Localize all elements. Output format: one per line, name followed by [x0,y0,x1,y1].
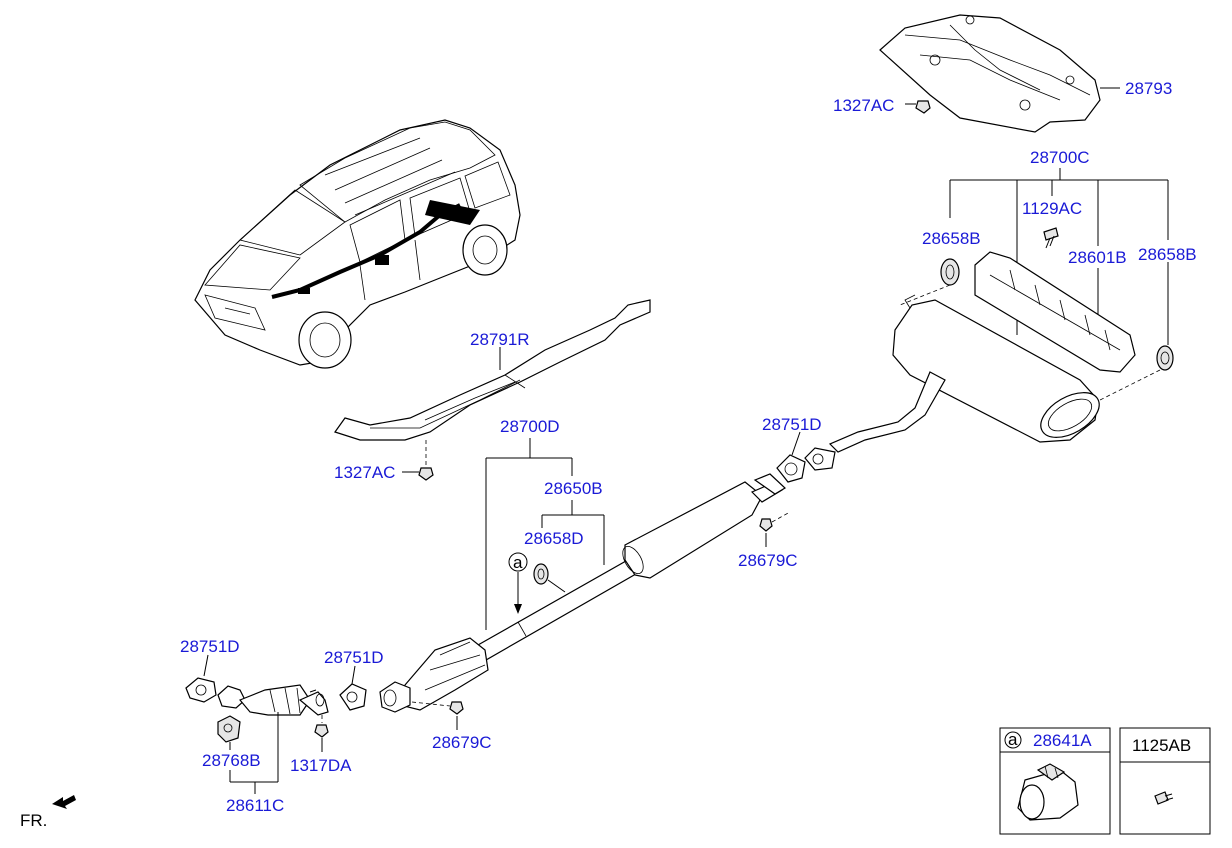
callout-a: a [508,552,528,614]
hanger-28658b-left [940,258,960,286]
vehicle-illustration [194,119,521,369]
label-28658b-right[interactable]: 28658B [1138,245,1197,264]
label-28751d-center[interactable]: 28751D [324,648,384,667]
label-1327ac-top[interactable]: 1327AC [833,96,894,115]
legend-box-b: 1125AB [1119,727,1211,835]
bolt-1129ac [1043,227,1059,249]
svg-text:a: a [1008,730,1018,749]
label-28751d-mid[interactable]: 28751D [762,415,822,434]
bracket-28700c [949,168,1169,345]
label-1317da[interactable]: 1317DA [290,756,352,775]
label-28658b-left[interactable]: 28658B [922,229,981,248]
bracket-28650b [541,500,605,565]
label-28751d-left[interactable]: 28751D [180,637,240,656]
label-28679c-right[interactable]: 28679C [738,551,798,570]
label-1125ab[interactable]: 1125AB [1132,736,1191,755]
legend-box-a: a 28641A [999,727,1111,835]
heat-shield-rear [879,14,1101,133]
bracket-28700d [485,438,573,630]
intermediate-pipe-rear [804,371,946,471]
center-pipe-resonator [477,473,786,661]
label-28611c[interactable]: 28611C [226,796,284,815]
nut-1327ac-mid [418,467,434,481]
nut-1327ac-top [915,100,931,114]
gasket-28751d-center [339,683,367,711]
label-1129ac[interactable]: 1129AC [1022,199,1082,218]
bracket-28611c [229,712,279,794]
hanger-28658d [533,563,566,593]
label-1327ac-mid[interactable]: 1327AC [334,463,395,482]
label-28700d[interactable]: 28700D [500,417,560,436]
gasket-28768b [217,715,241,743]
label-28641a[interactable]: 28641A [1033,731,1092,750]
catalytic-converter [379,637,489,713]
label-28793[interactable]: 28793 [1125,79,1172,98]
front-label: FR. [20,811,47,830]
front-arrow-icon [52,795,76,809]
label-28700c[interactable]: 28700C [1030,148,1090,167]
label-28658d[interactable]: 28658D [524,529,584,548]
label-28601b[interactable]: 28601B [1068,248,1127,267]
label-28791r[interactable]: 28791R [470,330,530,349]
nut-28679c-bottom [411,701,464,715]
heat-protector-28601b [974,251,1136,373]
rear-muffler [892,294,1100,443]
gasket-28751d-left [185,677,217,703]
front-direction-indicator: FR. [20,795,76,830]
gasket-28751d-mid [776,454,806,483]
bolt-1317da [314,715,329,738]
label-28650b[interactable]: 28650B [544,479,603,498]
nut-28679c-right [759,511,791,532]
hanger-28658b-right [1156,345,1174,371]
svg-text:a: a [513,553,523,572]
heat-shield-center [334,299,651,441]
label-28768b[interactable]: 28768B [202,751,261,770]
clamp-28641a-icon [1017,763,1079,821]
label-28679c-bottom[interactable]: 28679C [432,733,492,752]
front-pipe-28611c [217,684,329,716]
bolt-1125ab-icon [1154,791,1174,805]
